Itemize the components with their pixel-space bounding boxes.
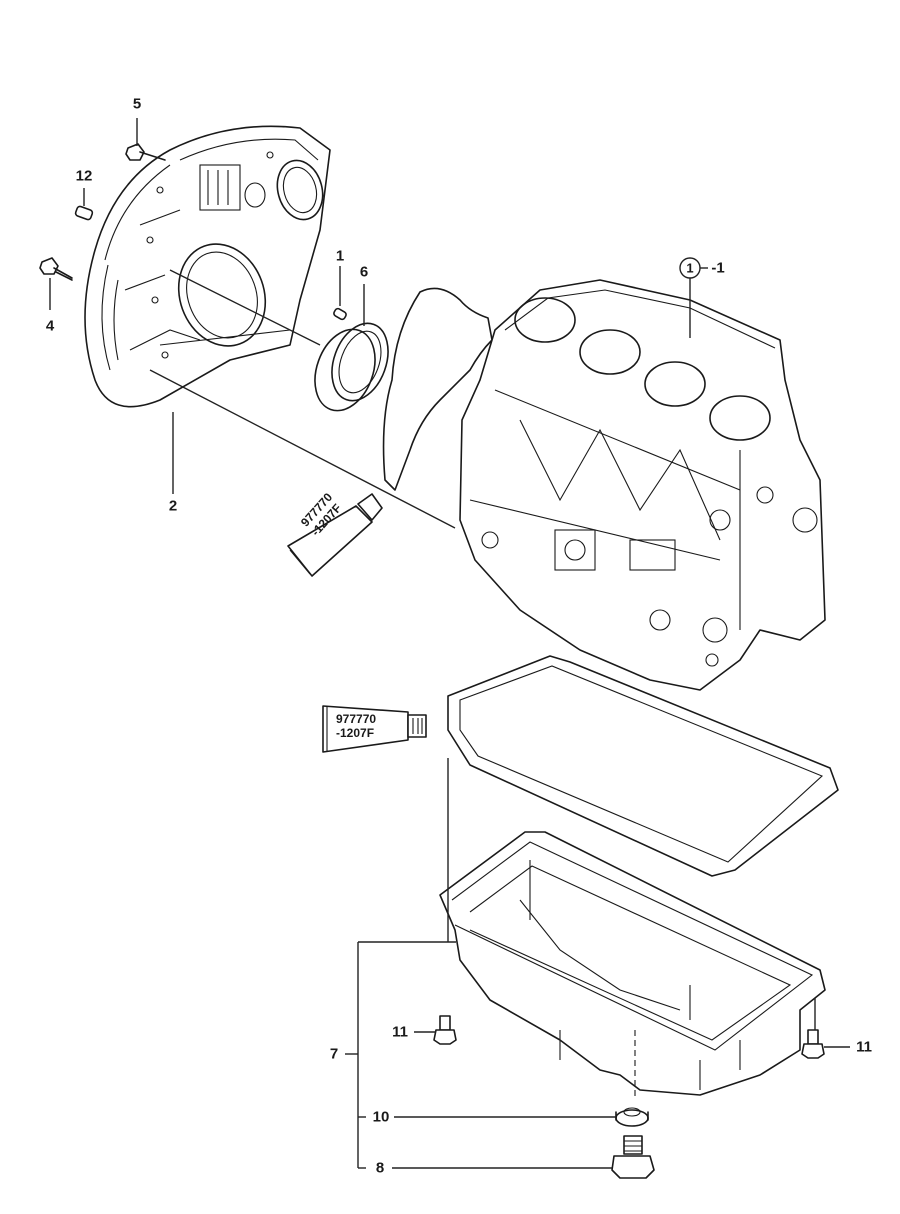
callout-1-1-suffix: -1 <box>711 259 725 277</box>
callout-10: 10 <box>372 1108 390 1126</box>
washer-10 <box>615 1107 649 1127</box>
sealant-tube-upper <box>287 493 383 577</box>
callout-11-left: 11 <box>392 1023 408 1041</box>
drain-plug-8 <box>611 1135 655 1179</box>
oil-pan <box>439 831 826 1096</box>
dowel-pin-1 <box>333 307 347 321</box>
callout-8: 8 <box>375 1159 385 1177</box>
tube-part-number: 977770 <box>336 712 377 726</box>
oil-pan-gasket <box>447 655 839 877</box>
flywheel-housing <box>84 125 331 408</box>
bolt-11-right <box>801 1029 825 1059</box>
callout-12: 12 <box>75 167 93 185</box>
leader-lines <box>49 118 850 1169</box>
tube-part-suffix: -1207F <box>336 726 375 740</box>
sealant-tube-lower-label: 977770 -1207F <box>336 712 376 740</box>
dowel-pin-12 <box>74 205 94 221</box>
callout-2: 2 <box>168 497 178 515</box>
callout-4: 4 <box>45 317 55 335</box>
callout-5: 5 <box>132 95 142 113</box>
callout-7: 7 <box>329 1045 339 1063</box>
callout-6: 6 <box>359 263 369 281</box>
cylinder-block <box>459 279 826 691</box>
callout-circled-1: 1 <box>686 260 694 276</box>
bolt-5 <box>125 143 166 161</box>
housing-gasket <box>382 287 493 491</box>
sealant-tube-lower <box>322 705 427 753</box>
bolt-4 <box>39 257 73 281</box>
callout-1-dowel: 1 <box>335 247 345 265</box>
bolt-11-left <box>433 1015 457 1045</box>
callout-11-right: 11 <box>856 1038 872 1056</box>
oil-seal-6 <box>314 322 389 412</box>
